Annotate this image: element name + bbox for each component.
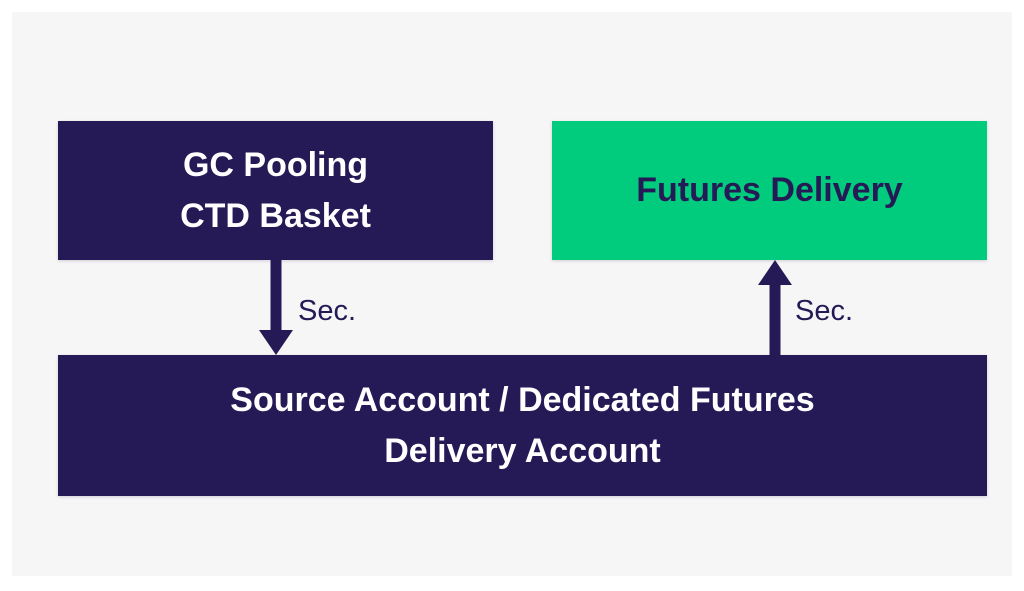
sec-label-up-arrow: Sec. (795, 295, 854, 327)
down-arrow-icon (259, 260, 293, 355)
gc-pooling-ctd-basket-label: GC Pooling CTD Basket (180, 145, 371, 235)
futures-delivery-label: Futures Delivery (636, 171, 903, 209)
futures-delivery-box: Futures Delivery (552, 121, 987, 260)
up-arrow-icon (758, 260, 792, 355)
source-account-label: Source Account / Dedicated Futures Deliv… (230, 380, 815, 470)
source-account-box: Source Account / Dedicated Futures Deliv… (58, 355, 987, 496)
diagram-canvas: GC Pooling CTD Basket Futures Delivery S… (12, 12, 1012, 576)
sec-label-down-arrow: Sec. (298, 295, 357, 327)
gc-pooling-ctd-basket-box: GC Pooling CTD Basket (58, 121, 493, 260)
